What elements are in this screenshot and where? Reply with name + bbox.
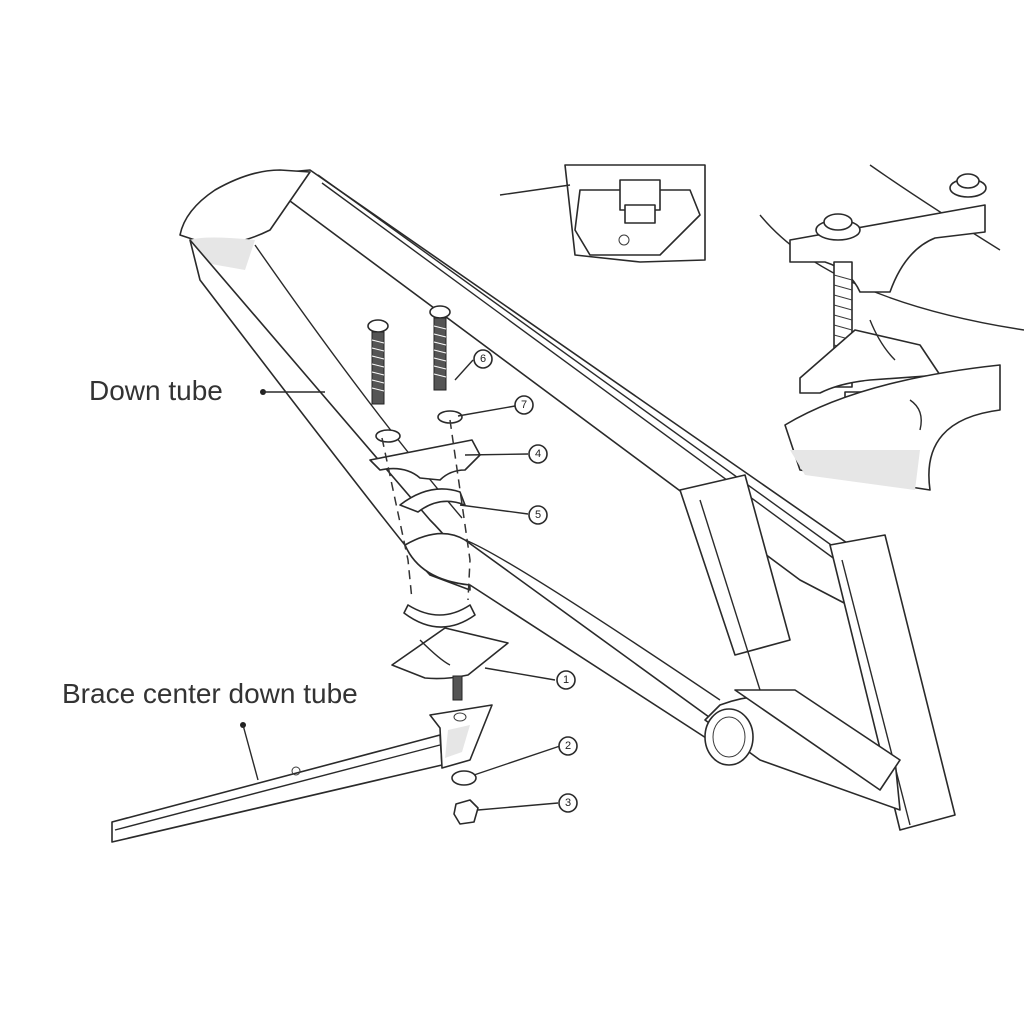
brace-center-down-tube-label: Brace center down tube [62, 678, 358, 709]
down-tube-label: Down tube [89, 375, 223, 406]
frame [179, 169, 956, 831]
bolt-left [367, 319, 389, 405]
callout-4-number: 4 [535, 448, 541, 460]
callout-2: 2 [558, 736, 578, 756]
lower-clamp-stud [452, 675, 463, 701]
upper-saddle [399, 488, 466, 513]
callout-1: 1 [556, 670, 576, 690]
callout-2-number: 2 [565, 740, 571, 752]
flat-washer [451, 770, 477, 786]
inset-detail-view [499, 164, 1024, 491]
callout-4: 4 [528, 444, 548, 464]
callout-6: 6 [473, 349, 493, 369]
callout-3-number: 3 [565, 797, 571, 809]
callout-7-number: 7 [521, 399, 527, 411]
lower-saddle [403, 604, 476, 628]
washer-left [375, 429, 401, 443]
inset-clamp [784, 173, 1001, 491]
upper-clamp-plate [369, 439, 481, 481]
callout-5-number: 5 [535, 509, 541, 521]
callout-7: 7 [514, 395, 534, 415]
lower-clamp [391, 627, 509, 680]
lock-nut [453, 799, 479, 825]
callout-3: 3 [558, 793, 578, 813]
callout-5: 5 [528, 505, 548, 525]
exploded-parts [367, 305, 509, 825]
leader-lines [240, 359, 561, 811]
callout-6-number: 6 [480, 353, 486, 365]
bolt-right [429, 305, 451, 391]
callout-1-number: 1 [563, 674, 569, 686]
brace-center-down-tube [111, 704, 493, 843]
